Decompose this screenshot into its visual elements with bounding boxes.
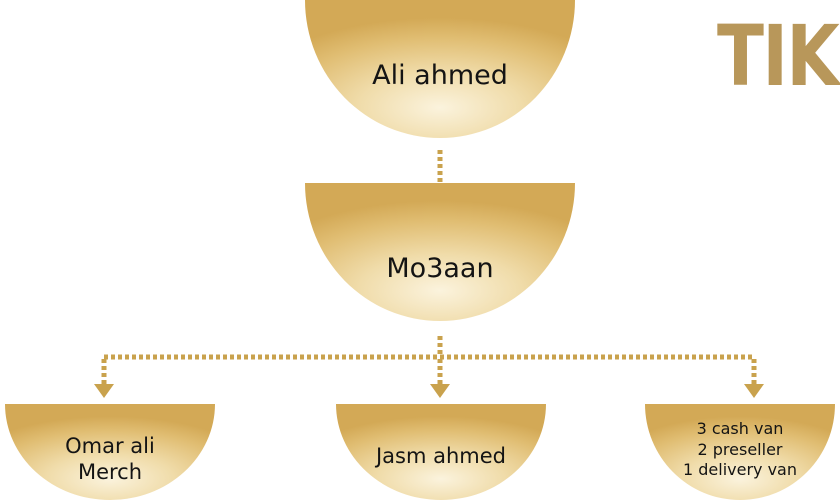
node-label-omar-ali-merch: Omar ali Merch [65,434,155,484]
arrowhead-vans [744,384,764,398]
node-label-ali-ahmed: Ali ahmed [372,59,508,91]
arrowhead-jasm [430,384,450,398]
arrowhead-omar [94,384,114,398]
node-label-vans: 3 cash van 2 preseller 1 delivery van [682,418,797,480]
tik-logo: TIK [717,7,840,105]
node-label-jasm-ahmed: Jasm ahmed [375,444,507,468]
node-label-mo3aan: Mo3aan [386,252,494,284]
